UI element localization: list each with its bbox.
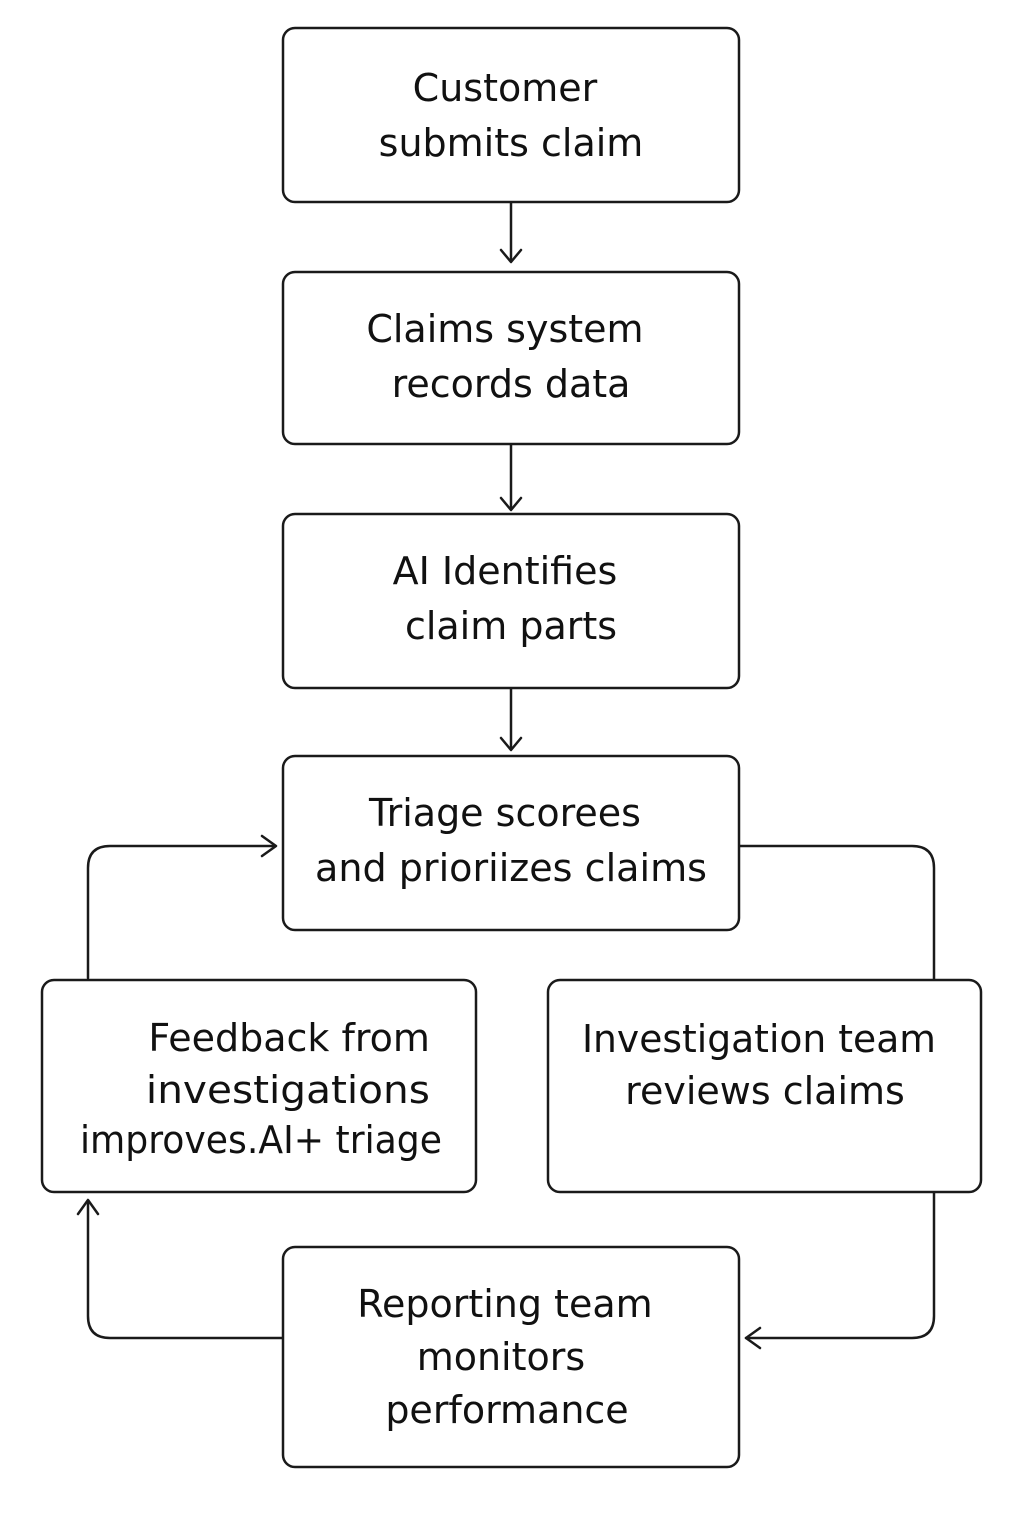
node-text-line: Triage scorees <box>368 791 641 835</box>
node-investigation-team-reviews: Investigation team reviews claims <box>546 978 983 1194</box>
arrowhead-triage-loop <box>260 834 278 858</box>
arrowhead-feedback <box>76 1198 100 1216</box>
node-box <box>281 26 741 204</box>
svg-text:Reporting team monitors: Reporting team monitors performance <box>357 1282 664 1432</box>
node-reporting-team-monitors: Reporting team monitors performance <box>281 1245 741 1469</box>
arrowhead-identify <box>499 496 523 512</box>
arrowhead-record <box>499 248 523 264</box>
node-box <box>546 978 983 1194</box>
node-triage-prioritizes-claims: Triage scorees and prioriizes claims <box>281 754 741 932</box>
node-box <box>40 978 478 1194</box>
connector-investigation-to-reporting <box>744 1191 936 1340</box>
node-box <box>281 1245 741 1469</box>
arrowhead-reporting <box>744 1326 762 1350</box>
connectors <box>76 201 936 1350</box>
node-text-line: investigations <box>146 1068 430 1112</box>
node-text-line: submits claim <box>379 121 644 165</box>
svg-text:Investigation team revie: Investigation team reviews claims <box>582 1017 948 1113</box>
node-claims-system-records-data: Claims system records data <box>281 270 741 446</box>
connector-reporting-to-feedback <box>86 1200 285 1340</box>
connector-feedback-to-triage <box>86 844 276 980</box>
node-ai-identifies-claim-parts: AI Identifies claim parts <box>281 512 741 690</box>
node-text-line: performance <box>385 1388 628 1432</box>
node-text-line: records data <box>392 362 631 406</box>
arrowhead-triage <box>499 736 523 752</box>
node-box <box>281 270 741 446</box>
node-text-line: and prioriizes claims <box>315 846 707 890</box>
svg-text:Triage scorees and prior: Triage scorees and prioriizes claims <box>315 791 707 890</box>
node-customer-submits-claim: Customer submits claim <box>281 26 741 204</box>
node-text-line: Customer <box>413 66 598 110</box>
node-box <box>281 512 741 690</box>
node-text-line: improves.AI+ triage <box>80 1118 442 1162</box>
node-text-line: claim parts <box>405 604 617 648</box>
connector-triage-to-investigation <box>737 844 936 982</box>
node-feedback-improves-triage: Feedback from investigations improves.AI… <box>40 978 478 1194</box>
node-text-line: AI Identifies <box>393 549 618 593</box>
node-text-line: Reporting team <box>357 1282 652 1326</box>
node-text-line: monitors <box>417 1335 585 1379</box>
node-text-line: Claims system <box>366 307 643 351</box>
svg-text:AI Identifies claim part: AI Identifies claim parts <box>393 549 630 648</box>
node-text-line: Feedback from <box>148 1016 429 1060</box>
svg-text:Customer submits claim: Customer submits claim <box>379 66 644 165</box>
node-text-line: reviews claims <box>625 1069 905 1113</box>
svg-text:Claims system records da: Claims system records data <box>366 307 655 406</box>
svg-text:Feedback from investigat: Feedback from investigations improves.AI… <box>80 1016 442 1162</box>
node-box <box>281 754 741 932</box>
node-text-line: Investigation team <box>582 1017 936 1061</box>
